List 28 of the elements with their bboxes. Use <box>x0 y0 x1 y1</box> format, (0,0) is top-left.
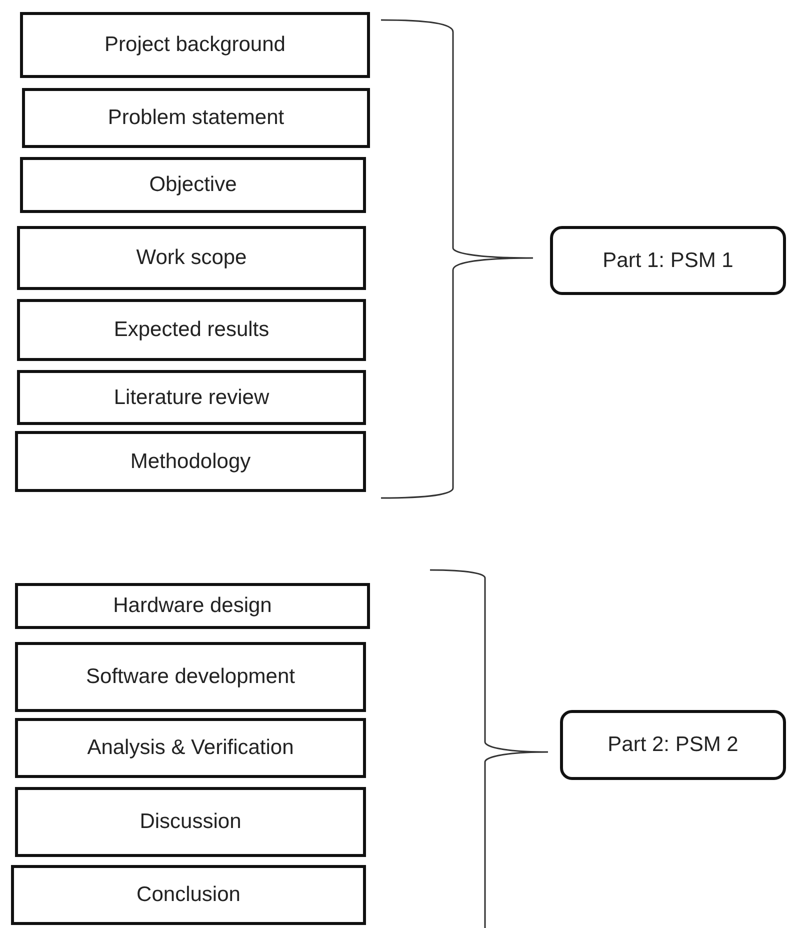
process-box <box>20 12 370 78</box>
node-label: Part 2: PSM 2 <box>608 733 738 757</box>
node-label: Discussion <box>140 810 242 834</box>
node-label: Hardware design <box>113 594 272 618</box>
process-box <box>17 226 366 290</box>
process-box <box>22 88 370 148</box>
node-label: Project background <box>104 33 286 57</box>
node-label: Work scope <box>136 246 247 270</box>
node-label: Problem statement <box>108 106 284 130</box>
process-box <box>20 157 366 213</box>
rounded-box <box>550 226 786 295</box>
node-label: Conclusion <box>136 883 240 907</box>
process-box <box>11 865 366 925</box>
process-box <box>15 718 366 778</box>
rounded-box <box>560 710 786 780</box>
process-box <box>17 299 366 361</box>
node-label: Analysis & Verification <box>87 736 294 760</box>
process-box <box>15 787 366 857</box>
process-box <box>17 370 366 425</box>
node-label: Literature review <box>114 386 270 410</box>
node-label: Methodology <box>130 450 251 474</box>
process-box <box>15 642 366 712</box>
node-label: Objective <box>149 173 237 197</box>
process-box <box>15 431 366 492</box>
node-label: Software development <box>86 665 295 689</box>
process-box <box>15 583 370 629</box>
node-label: Part 1: PSM 1 <box>602 248 734 272</box>
node-label: Expected results <box>114 318 270 342</box>
